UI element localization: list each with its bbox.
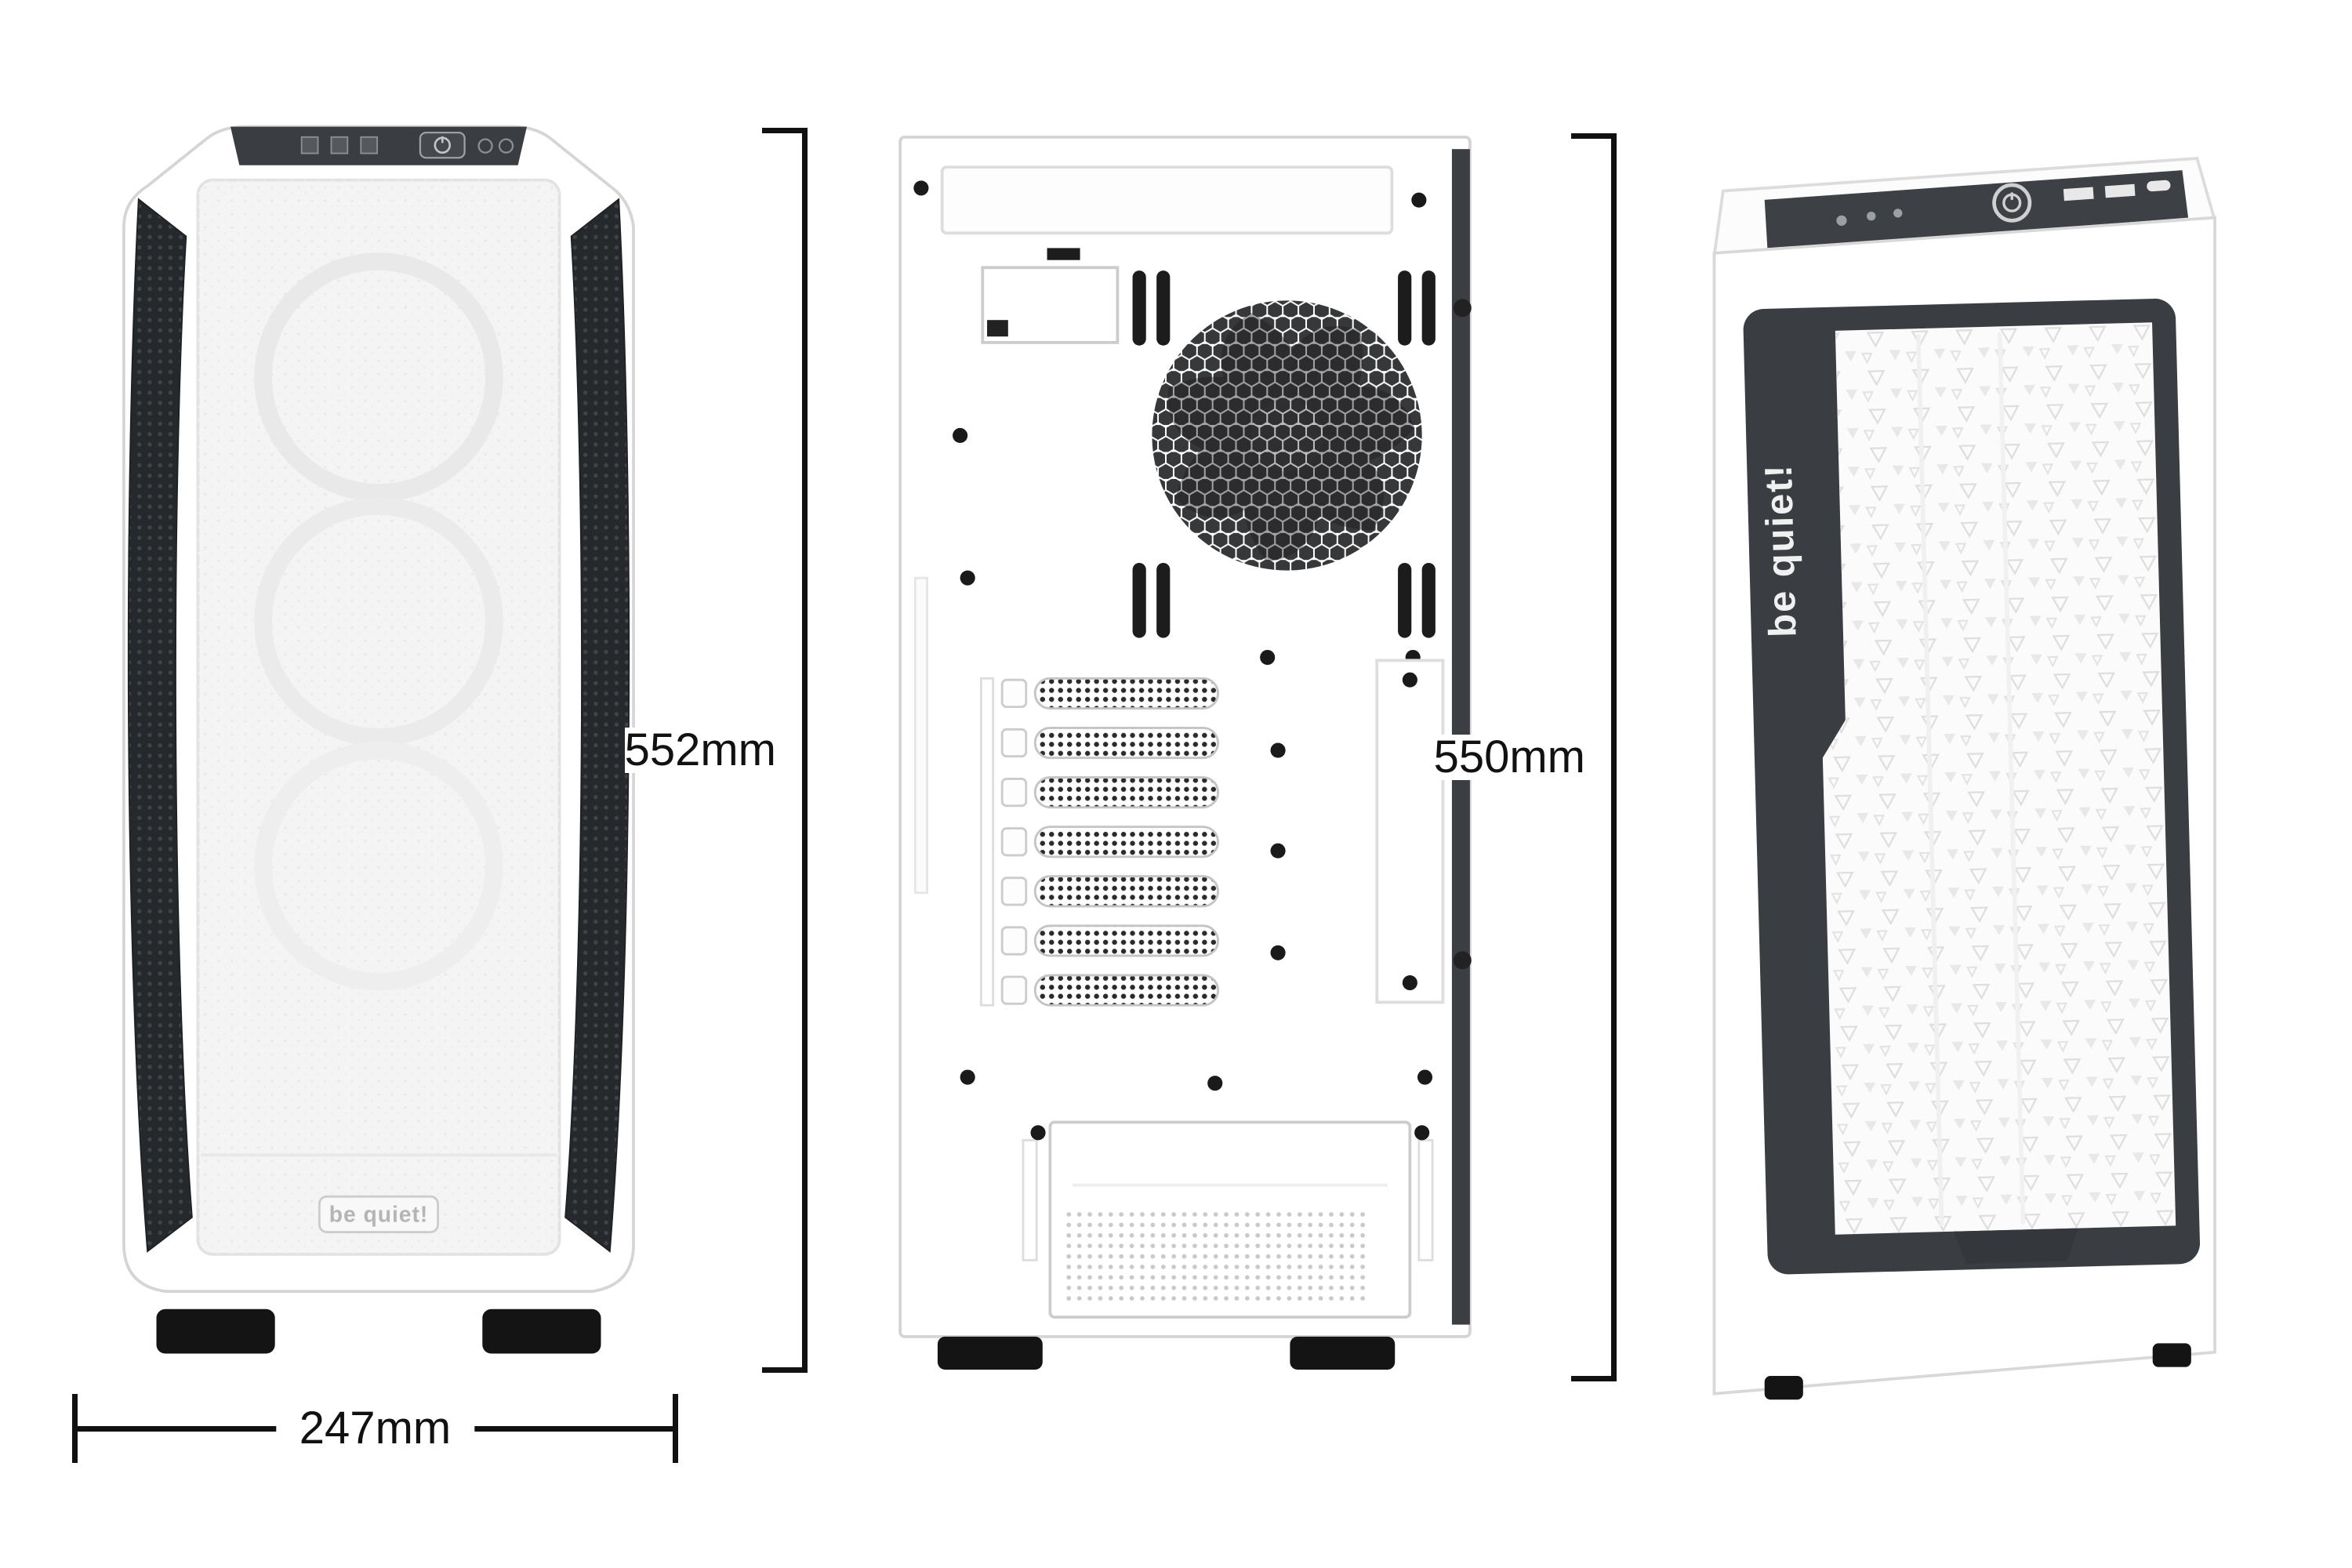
audio-jack-icon [1836, 215, 1847, 226]
width-dimension: 247mm [72, 1394, 678, 1463]
pci-slot-cover [1033, 875, 1220, 908]
dimension-tick [72, 1394, 78, 1463]
led-indicator-icon [1867, 212, 1876, 221]
power-button-icon [419, 132, 466, 159]
brand-badge-vertical: be quiet! [1758, 463, 1805, 638]
thumbscrew [1453, 299, 1472, 318]
dimension-tick [1571, 1376, 1617, 1381]
io-shield-cutout [981, 248, 1120, 344]
rear-height-dimension: 552mm [619, 128, 808, 1373]
led-indicator-icon [1893, 209, 1903, 218]
cable-bracket [1047, 248, 1080, 260]
pci-slot-cover [1033, 776, 1220, 809]
angled-view-render: be quiet! [1712, 157, 2217, 1400]
pci-slot-cover [1033, 677, 1220, 710]
angled-view: be quiet! [1693, 132, 2256, 1403]
screw [1030, 1125, 1046, 1141]
screw [1414, 1125, 1430, 1141]
usb-c-port-icon [2147, 180, 2171, 192]
top-vent-slot [940, 165, 1394, 235]
dimension-line [1611, 133, 1617, 1381]
pci-slot-cover [1033, 924, 1220, 957]
power-button-icon [1992, 183, 2032, 223]
screws [953, 427, 1433, 1091]
width-dimension-label: 247mm [275, 1401, 475, 1456]
usb-port-icon [2104, 183, 2136, 198]
usb-port-icon [2063, 187, 2094, 201]
dimension-tick [762, 1367, 808, 1373]
screw [913, 180, 929, 196]
dimension-tick [673, 1394, 678, 1463]
panel-groove [913, 576, 928, 895]
side-mesh-left [127, 198, 193, 1253]
rear-height-dimension-label: 552mm [624, 724, 776, 775]
psu-side-slot [1417, 1138, 1434, 1261]
dimension-line [802, 128, 808, 1373]
dimension-tick [762, 128, 808, 133]
audio-jack-icon [477, 138, 493, 154]
fan-hint [254, 741, 503, 991]
fan-grille [1152, 300, 1422, 571]
rear-view [885, 128, 1485, 1376]
case-foot [156, 1308, 275, 1354]
dimension-tick [1571, 133, 1617, 139]
front-panel: be quiet! [1743, 298, 2201, 1275]
psu-cutout [1022, 1120, 1434, 1319]
fan-hint [254, 497, 503, 746]
case-foot [937, 1336, 1043, 1370]
cable-cover-panel [1375, 659, 1445, 1004]
psu-floor-mesh [1065, 1207, 1365, 1301]
fan-mount-slots [1132, 270, 1436, 638]
brand-logo: be quiet! [318, 1195, 440, 1233]
audio-jack-icon [498, 138, 514, 154]
pci-slot-cover [1033, 826, 1220, 858]
front-view-render: be quiet! [122, 125, 635, 1354]
front-io-panel [230, 126, 527, 165]
psu-side-slot [1022, 1138, 1038, 1261]
top-io-panel [1764, 170, 2189, 251]
front-view: be quiet! [82, 118, 675, 1377]
brand-logo-text: be quiet! [329, 1202, 429, 1227]
case-foot [1764, 1375, 1803, 1400]
rear-view-render [898, 135, 1472, 1370]
side-mesh-right [564, 198, 630, 1253]
screw [1411, 192, 1427, 208]
usb-port-icon [300, 136, 319, 154]
pci-slots [979, 677, 1220, 1007]
frame-bottom-notch [1953, 1228, 2078, 1264]
pci-slot-cover [1033, 974, 1220, 1007]
case-foot [482, 1308, 601, 1354]
usb-port-icon [360, 136, 379, 154]
usb-port-icon [330, 136, 349, 154]
front-height-dimension: 550mm [1428, 133, 1617, 1381]
case-foot [1290, 1336, 1396, 1370]
front-height-dimension-label: 550mm [1433, 731, 1585, 782]
thumbscrew [1453, 951, 1472, 970]
front-mesh-panel [196, 178, 561, 1256]
fan-hint [254, 252, 503, 502]
case-foot [2152, 1343, 2191, 1367]
pci-slot-cover [1033, 726, 1220, 760]
